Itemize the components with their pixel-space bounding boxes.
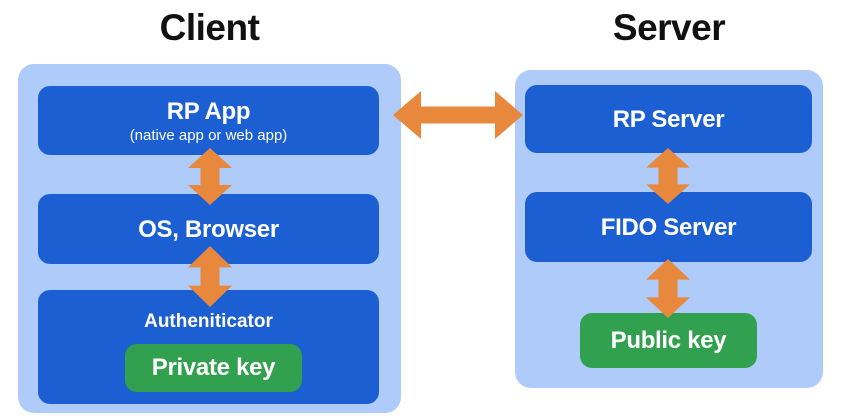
authenticator-label: Autheniticator xyxy=(144,311,273,332)
vertical-double-arrow-shape xyxy=(188,246,232,307)
authenticator-box: Autheniticator Private key xyxy=(38,290,379,404)
os-browser-label: OS, Browser xyxy=(138,215,279,243)
fido-server-box: FIDO Server xyxy=(525,192,812,262)
rp-app-box: RP App (native app or web app) xyxy=(38,86,379,155)
private-key-label: Private key xyxy=(151,354,276,381)
vertical-double-arrow-shape xyxy=(646,148,690,204)
arrow-rp-server-fido-server-icon xyxy=(643,148,693,204)
rp-app-sublabel: (native app or web app) xyxy=(129,126,288,144)
public-key-label: Public key xyxy=(610,326,727,354)
rp-server-box: RP Server xyxy=(525,85,812,153)
rp-server-label: RP Server xyxy=(612,105,725,133)
fido-server-label: FIDO Server xyxy=(600,213,737,241)
arrow-fido-server-public-key-icon xyxy=(643,259,693,318)
vertical-double-arrow-shape xyxy=(188,148,232,205)
rp-app-label: RP App xyxy=(166,97,251,125)
public-key-box: Public key xyxy=(580,313,757,368)
client-heading: Client xyxy=(159,7,260,48)
arrow-rp-app-rp-server-icon xyxy=(393,89,523,141)
arrow-os-browser-authenticator-icon xyxy=(185,246,235,307)
server-heading: Server xyxy=(612,7,726,48)
vertical-double-arrow-shape xyxy=(646,259,690,318)
arrow-rp-app-os-browser-icon xyxy=(185,148,235,205)
horizontal-double-arrow-shape xyxy=(393,91,523,139)
private-key-box: Private key xyxy=(125,344,302,392)
